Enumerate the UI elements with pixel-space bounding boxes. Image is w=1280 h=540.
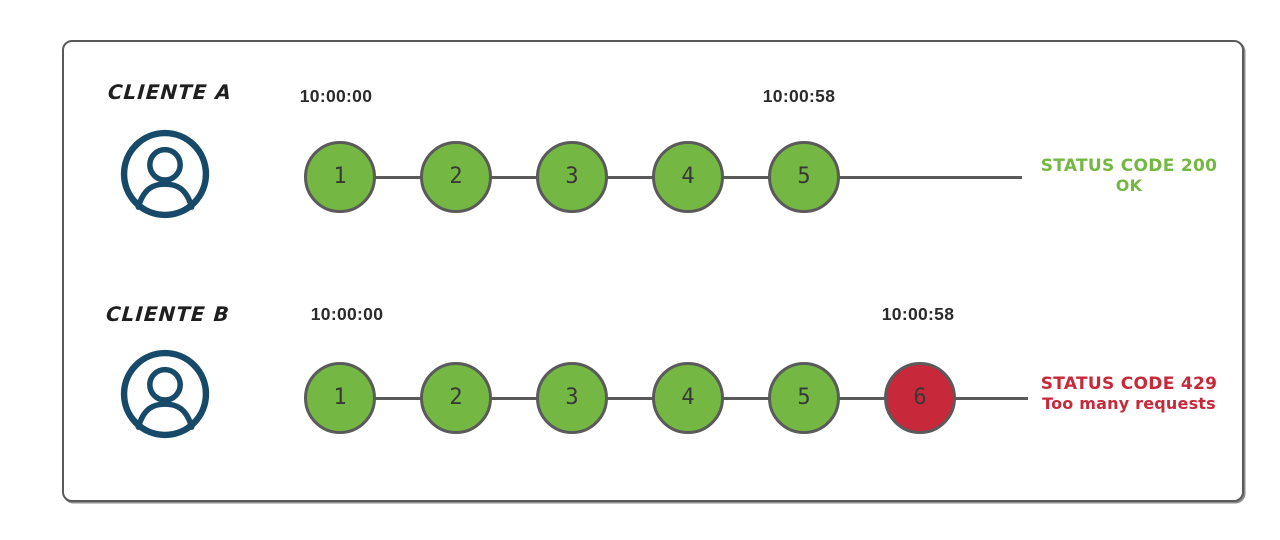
start-timestamp-a: 10:00:00 bbox=[299, 86, 373, 106]
request-node: 1 bbox=[304, 362, 376, 434]
request-node: 3 bbox=[536, 362, 608, 434]
request-number-label: 1 bbox=[333, 164, 347, 189]
request-node: 2 bbox=[420, 141, 492, 213]
end-timestamp-a: 10:00:58 bbox=[762, 86, 836, 106]
request-node: 1 bbox=[304, 141, 376, 213]
start-timestamp-b: 10:00:00 bbox=[310, 304, 384, 324]
status-code-text-b: STATUS CODE 429 bbox=[1040, 374, 1218, 394]
status-message-text-b: Too many requests bbox=[1042, 394, 1216, 413]
request-node: 4 bbox=[652, 141, 724, 213]
end-timestamp-b: 10:00:58 bbox=[881, 304, 955, 324]
request-node: 5 bbox=[768, 141, 840, 213]
status-message-text-a: OK bbox=[1115, 176, 1143, 195]
request-number-label: 6 bbox=[913, 385, 927, 410]
status-block-a: STATUS CODE 200 OK bbox=[1026, 156, 1232, 196]
status-block-b: STATUS CODE 429 Too many requests bbox=[1026, 374, 1232, 414]
request-number-label: 2 bbox=[449, 164, 463, 189]
request-node: 2 bbox=[420, 362, 492, 434]
user-icon bbox=[120, 129, 210, 219]
request-number-label: 4 bbox=[681, 385, 695, 410]
request-number-label: 3 bbox=[565, 164, 579, 189]
request-number-label: 3 bbox=[565, 385, 579, 410]
request-node: 4 bbox=[652, 362, 724, 434]
request-number-label: 4 bbox=[681, 164, 695, 189]
status-code-text-a: STATUS CODE 200 bbox=[1040, 156, 1218, 176]
request-number-label: 2 bbox=[449, 385, 463, 410]
client-b-label: CLIENTE B bbox=[105, 302, 231, 326]
diagram-frame bbox=[62, 40, 1244, 502]
user-icon bbox=[120, 349, 210, 439]
request-number-label: 5 bbox=[797, 164, 811, 189]
request-node: 3 bbox=[536, 141, 608, 213]
request-number-label: 1 bbox=[333, 385, 347, 410]
request-number-label: 5 bbox=[797, 385, 811, 410]
client-a-label: CLIENTE A bbox=[107, 80, 233, 104]
request-node: 5 bbox=[768, 362, 840, 434]
request-node: 6 bbox=[884, 362, 956, 434]
